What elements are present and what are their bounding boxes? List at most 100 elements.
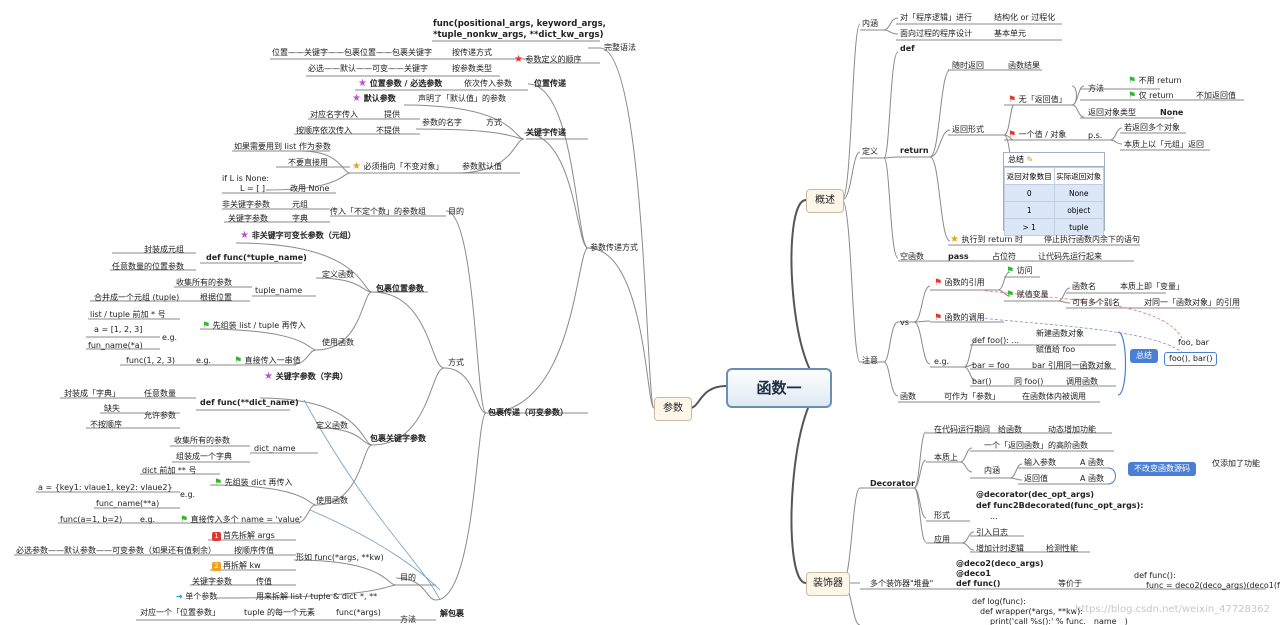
one-val: ⚑ 一个值 / 对象	[1008, 130, 1067, 140]
nonkw-var-title: ★ 非关键字可变长参数（元组）	[240, 230, 356, 241]
build-dict: 组装成一个字典	[176, 452, 232, 461]
default-param: ★ 默认参数	[352, 93, 396, 104]
collect-all-2: 收集所有的参数	[174, 436, 230, 445]
kw-pass[interactable]: 关键字传递	[526, 128, 566, 137]
func-ref: ⚑ 函数的引用	[934, 278, 985, 288]
exec-return: ★ 执行到 return 时	[950, 234, 1024, 245]
order-full: 必选参数——默认参数——可变参数（如果还有值剩余）	[16, 546, 216, 555]
dict-star: dict 前加 ** 号	[142, 466, 197, 475]
unpack-dict: ⚑ 先组装 dict 再传入	[214, 478, 293, 488]
same-foo: 同 foo()	[1014, 377, 1044, 386]
red-flag-icon: ⚑	[934, 278, 943, 288]
ps-label: p.s.	[1088, 131, 1103, 140]
def-dict: def func(**dict_name)	[200, 398, 299, 407]
log-code-2: def wrapper(*args, **kw):	[980, 607, 1083, 616]
func-ab: func(a=1, b=2)	[60, 515, 123, 524]
pass-methods[interactable]: 参数传递方式	[590, 243, 638, 252]
ret-form: 返回形式	[952, 125, 984, 134]
unpack-node[interactable]: 解包裹	[440, 609, 464, 618]
order-pass-chain: 位置——关键字——包裹位置——包裹关键字	[272, 48, 432, 57]
func-result: 函数结果	[1008, 61, 1040, 70]
by-position: 根据位置	[200, 293, 232, 302]
missing: 缺失	[104, 404, 120, 413]
stars: *, **	[360, 592, 378, 601]
stop-exec: 停止执行函数内余下的语句	[1044, 235, 1140, 244]
empty-func: 空函数	[900, 252, 924, 261]
func-name: 函数名	[1072, 282, 1096, 291]
params-node[interactable]: 参数	[654, 397, 692, 421]
red-flag-icon: ⚑	[1008, 95, 1017, 105]
kw-by-name: 对应名字传入	[310, 110, 358, 119]
equiv-code-2: func = deco2(deco_args)(deco1(func()))	[1146, 581, 1280, 590]
table-cell: object	[1053, 201, 1104, 219]
to-func: 给函数	[998, 425, 1022, 434]
decorator-label: Decorator	[870, 479, 915, 488]
assign-var: ⚑ 赋值变量	[1006, 290, 1049, 300]
red-flag-icon: ⚑	[934, 313, 943, 323]
table-header-cell: 实际返回对象	[1053, 167, 1104, 185]
pack-tuple: 封装成元组	[144, 245, 184, 254]
def-tuple: def func(*tuple_name)	[206, 253, 307, 262]
green-flag-icon: ⚑	[202, 321, 211, 331]
as-param: 可作为「参数」	[944, 392, 1000, 401]
tuple-ret: 本质上以「元组」返回	[1124, 140, 1204, 149]
summary-tag: 总结	[1130, 349, 1158, 363]
define-func-2: 定义函数	[316, 421, 348, 430]
no-change-tag: 不改变函数源码	[1128, 462, 1196, 476]
foo-bar-call: foo(), bar()	[1164, 352, 1218, 366]
green-flag-icon: ⚑	[180, 515, 189, 525]
pos-pass[interactable]: 位置传递	[534, 79, 566, 88]
def-foo: def foo(): ...	[972, 336, 1020, 345]
bar-call: bar()	[972, 377, 992, 386]
if-none-code-2: L = [ ]	[240, 184, 266, 193]
form-label: 形式	[934, 511, 950, 520]
func-name-a: func_name(**a)	[96, 499, 160, 508]
tuple-label: 元组	[292, 200, 308, 209]
default-value: 参数默认值	[462, 162, 502, 171]
log-code-3: print('call %s():' % func.__name__)	[990, 617, 1128, 625]
root-node[interactable]: 函数一	[726, 368, 832, 408]
table-cell: tuple	[1053, 218, 1104, 236]
func-args: func(*args)	[336, 608, 381, 617]
order-by-type: 按参数类型	[452, 64, 492, 73]
order-title[interactable]: ★ 参数定义的顺序	[514, 54, 582, 65]
kw-way: 方式	[486, 118, 502, 127]
purpose-label: 目的	[448, 207, 464, 216]
notice-label: 注意	[862, 356, 878, 365]
direct-kv: ⚑ 直接传入多个 name = 'value'	[180, 515, 302, 525]
pos-required: ★ 位置参数 / 必选参数	[358, 78, 443, 89]
overview-node[interactable]: 概述	[806, 189, 844, 213]
list-as-param: 如果需要用到 list 作为参数	[234, 142, 331, 151]
meaning: 内涵	[984, 466, 1000, 475]
pack-pos-params[interactable]: 包裹位置参数	[376, 284, 424, 293]
ellipsis: ...	[990, 512, 998, 521]
summary-header: 总结 ✎	[1004, 153, 1104, 167]
complete-syntax[interactable]: 完整语法	[604, 43, 636, 52]
deco2: @deco2(deco_args)	[956, 559, 1044, 568]
table-header-cell: 返回对象数目	[1004, 167, 1055, 185]
green-flag-icon: ⚑	[214, 478, 223, 488]
placeholder: 占位符	[992, 252, 1016, 261]
kw-param-2: 关键字参数	[192, 577, 232, 586]
pack-kw-params[interactable]: 包裹关键字参数	[370, 434, 426, 443]
if-none-code-1: if L is None:	[222, 174, 270, 183]
pack-pass[interactable]: 包裹传递（可变参数）	[488, 408, 568, 417]
equiv: 等价于	[1058, 579, 1082, 588]
decorators-node[interactable]: 装饰器	[806, 572, 850, 596]
collect-all-1: 收集所有的参数	[176, 278, 232, 287]
higher-order: 一个「返回函数」的高阶函数	[984, 441, 1088, 450]
order-type-chain: 必选——默认——可变——关键字	[308, 64, 428, 73]
single-param: ➜ 单个参数	[176, 592, 218, 601]
ret-val: 返回值	[1024, 474, 1048, 483]
proc-logic: 对「程序逻辑」进行	[900, 13, 972, 22]
during-run: 在代码运行期间	[934, 425, 990, 434]
table-cell: 1	[1004, 201, 1055, 219]
a-func-1: A 函数	[1080, 458, 1105, 467]
structured: 结构化 or 过程化	[994, 13, 1056, 22]
definition-label: 定义	[862, 147, 878, 156]
pos-required-desc: 依次传入参数	[464, 79, 512, 88]
